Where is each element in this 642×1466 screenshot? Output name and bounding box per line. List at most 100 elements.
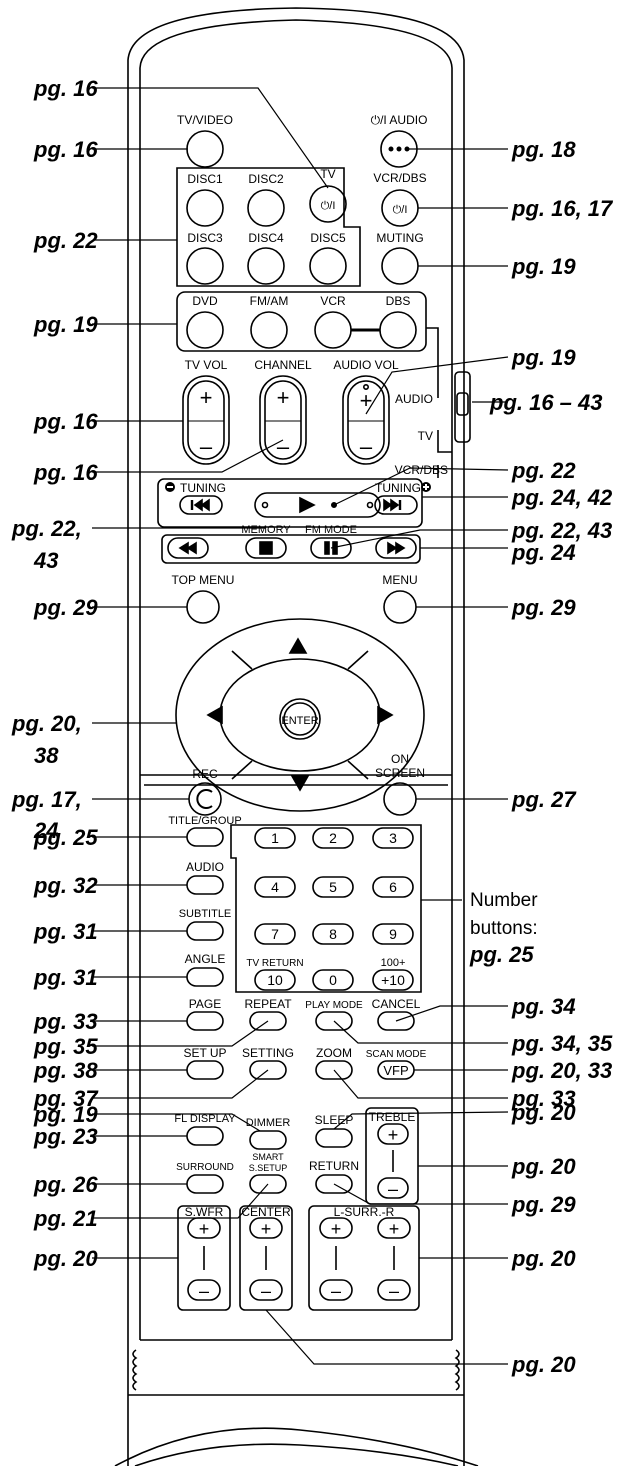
vcr-button[interactable] bbox=[314, 311, 352, 349]
treble-minus-button[interactable] bbox=[377, 1177, 409, 1199]
num-1-button[interactable] bbox=[254, 827, 296, 849]
return-button[interactable] bbox=[315, 1174, 353, 1194]
subtitle-button[interactable] bbox=[186, 921, 224, 941]
callout: pg. 18 bbox=[511, 137, 576, 162]
center-minus-button[interactable] bbox=[249, 1279, 283, 1301]
num-9-button[interactable] bbox=[372, 923, 414, 945]
menu-label: MENU bbox=[382, 573, 417, 587]
audio-power-label: ⏻/I AUDIO bbox=[371, 113, 428, 127]
number-note-line2: buttons: bbox=[470, 918, 538, 939]
surround-label: SURROUND bbox=[176, 1162, 234, 1173]
number-note-line1: Number bbox=[470, 890, 538, 911]
num-3-button[interactable] bbox=[372, 827, 414, 849]
num-5-label: 5 bbox=[329, 879, 337, 895]
source-group-frame bbox=[176, 291, 427, 352]
grip-left bbox=[132, 1349, 138, 1391]
on-screen-button[interactable] bbox=[383, 782, 417, 816]
sleep-button[interactable] bbox=[315, 1128, 353, 1148]
tv-vol-label: TV VOL bbox=[185, 358, 228, 372]
dvd-button[interactable] bbox=[186, 311, 224, 349]
lsurr-minus-label: – bbox=[331, 1281, 341, 1301]
callout: pg. 35 bbox=[33, 1034, 98, 1059]
callout: pg. 16 – 43 bbox=[489, 390, 603, 415]
disc5-label: DISC5 bbox=[310, 231, 346, 245]
setting-button[interactable] bbox=[249, 1060, 287, 1080]
rec-button[interactable] bbox=[188, 782, 222, 816]
dbs-label: DBS bbox=[386, 294, 411, 308]
fl-display-button[interactable] bbox=[186, 1126, 224, 1146]
fast-forward-button[interactable] bbox=[375, 537, 417, 559]
set-up-button[interactable] bbox=[186, 1060, 224, 1080]
mode-slide-switch[interactable] bbox=[454, 371, 471, 443]
dbs-button[interactable] bbox=[379, 311, 417, 349]
center-plus-button[interactable] bbox=[249, 1217, 283, 1239]
num-10-button[interactable] bbox=[254, 969, 296, 991]
play-button[interactable] bbox=[254, 492, 381, 518]
return-label: RETURN bbox=[309, 1159, 359, 1173]
rsurr-plus-button[interactable] bbox=[377, 1217, 411, 1239]
tv-vol-minus: – bbox=[200, 434, 213, 459]
cancel-button[interactable] bbox=[377, 1011, 415, 1031]
num-0-button[interactable] bbox=[312, 969, 354, 991]
rewind-button[interactable] bbox=[167, 537, 209, 559]
num-2-button[interactable] bbox=[312, 827, 354, 849]
swfr-plus-label: + bbox=[199, 1219, 210, 1239]
audio-vol-rocker[interactable] bbox=[342, 375, 390, 465]
smart-setup-button[interactable] bbox=[249, 1174, 287, 1194]
angle-button[interactable] bbox=[186, 967, 224, 987]
cursor-right-button[interactable] bbox=[377, 705, 394, 725]
repeat-button[interactable] bbox=[249, 1011, 287, 1031]
lsurr-minus-button[interactable] bbox=[319, 1279, 353, 1301]
tuning-down-button[interactable] bbox=[179, 495, 223, 515]
audio-button[interactable] bbox=[186, 875, 224, 895]
disc3-button[interactable] bbox=[186, 247, 224, 285]
tv-video-button[interactable] bbox=[186, 130, 224, 168]
tv-vol-rocker[interactable] bbox=[182, 375, 230, 465]
num-plus10-button[interactable] bbox=[372, 969, 414, 991]
num-4-button[interactable] bbox=[254, 876, 296, 898]
disc2-button[interactable] bbox=[247, 189, 285, 227]
callout: pg. 19 bbox=[33, 312, 98, 337]
callout: pg. 24 bbox=[511, 540, 576, 565]
num-8-button[interactable] bbox=[312, 923, 354, 945]
tv-power-button[interactable] bbox=[309, 185, 347, 223]
swfr-minus-button[interactable] bbox=[187, 1279, 221, 1301]
treble-plus-button[interactable] bbox=[377, 1123, 409, 1145]
num-2-label: 2 bbox=[329, 830, 337, 846]
callout: pg. 32 bbox=[33, 873, 98, 898]
callout: pg. 21 bbox=[33, 1206, 98, 1231]
center-minus-label: – bbox=[261, 1281, 271, 1301]
num-6-button[interactable] bbox=[372, 876, 414, 898]
cursor-up-button[interactable] bbox=[288, 637, 308, 654]
rsurr-minus-button[interactable] bbox=[377, 1279, 411, 1301]
num-7-button[interactable] bbox=[254, 923, 296, 945]
menu-button[interactable] bbox=[383, 590, 417, 624]
disc4-button[interactable] bbox=[247, 247, 285, 285]
subtitle-label: SUBTITLE bbox=[179, 908, 232, 920]
cursor-left-button[interactable] bbox=[206, 705, 223, 725]
callout: pg. 17, bbox=[11, 787, 82, 812]
page-button[interactable] bbox=[186, 1011, 224, 1031]
title-group-button[interactable] bbox=[186, 827, 224, 847]
memory-stop-button[interactable] bbox=[245, 537, 287, 559]
disc1-button[interactable] bbox=[186, 189, 224, 227]
num-5-button[interactable] bbox=[312, 876, 354, 898]
cancel-label: CANCEL bbox=[372, 997, 421, 1011]
channel-rocker[interactable] bbox=[259, 375, 307, 465]
disc5-button[interactable] bbox=[309, 247, 347, 285]
zoom-button[interactable] bbox=[315, 1060, 353, 1080]
muting-button[interactable] bbox=[381, 247, 419, 285]
enter-button[interactable] bbox=[279, 698, 321, 740]
dimmer-button[interactable] bbox=[249, 1130, 287, 1150]
callout: pg. 29 bbox=[511, 1192, 576, 1217]
cursor-down-button[interactable] bbox=[290, 775, 310, 792]
surround-button[interactable] bbox=[186, 1174, 224, 1194]
top-menu-button[interactable] bbox=[186, 590, 220, 624]
play-mode-button[interactable] bbox=[315, 1011, 353, 1031]
lsurr-plus-button[interactable] bbox=[319, 1217, 353, 1239]
lsurr-plus-label: + bbox=[331, 1219, 342, 1239]
tuning-up-button[interactable] bbox=[374, 495, 418, 515]
callouts-left: pg. 16 pg. 16 pg. 22 pg. 19 pg. 16 pg. 1… bbox=[11, 76, 99, 1271]
fm-am-button[interactable] bbox=[250, 311, 288, 349]
center-label: CENTER bbox=[241, 1205, 291, 1219]
